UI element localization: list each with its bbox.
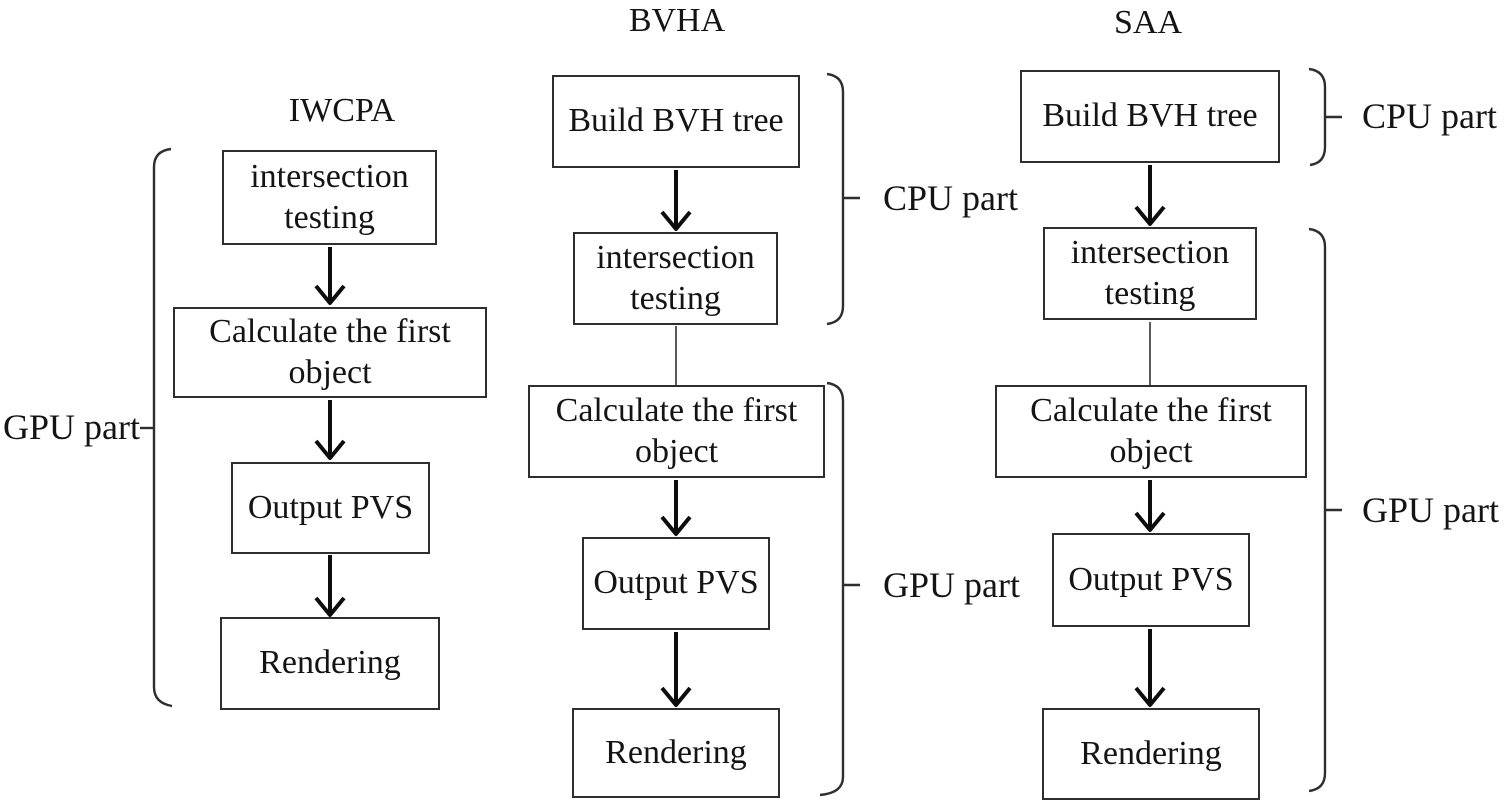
- bracket-gpu-saa: [1308, 227, 1342, 793]
- bracket-gpu-bvha: [819, 381, 860, 797]
- bracket-cpu-saa: [1308, 67, 1342, 167]
- flow-box-output-pvs: Output PVS: [582, 537, 770, 630]
- flow-box-calculate-first-object: Calculate the first object: [173, 307, 487, 398]
- flow-arrow: [314, 247, 346, 617]
- bracket-label-gpu-part: GPU part: [883, 565, 1020, 605]
- flow-box-rendering: Rendering: [572, 708, 780, 798]
- flow-box-rendering: Rendering: [220, 617, 440, 710]
- bracket-label-cpu-part: CPU part: [1362, 96, 1497, 136]
- flow-box-intersection-testing: intersection testing: [573, 232, 778, 325]
- flow-box-build-bvh-tree: Build BVH tree: [1020, 70, 1280, 163]
- bracket-label-cpu-part: CPU part: [883, 178, 1018, 218]
- flow-box-build-bvh-tree: Build BVH tree: [552, 75, 800, 168]
- bracket-label-gpu-part: GPU part: [3, 407, 140, 447]
- bracket-label-gpu-part: GPU part: [1362, 490, 1499, 530]
- flow-box-calculate-first-object: Calculate the first object: [528, 385, 825, 478]
- flow-box-rendering: Rendering: [1042, 708, 1260, 800]
- flow-box-output-pvs: Output PVS: [1052, 533, 1250, 627]
- column-title-bvha: BVHA: [628, 2, 726, 39]
- bracket-cpu-bvha: [826, 72, 860, 326]
- column-title-iwcpa: IWCPA: [288, 92, 396, 129]
- bracket-gpu-iwcpa: [140, 147, 173, 708]
- flow-box-intersection-testing: intersection testing: [222, 150, 437, 245]
- flow-box-output-pvs: Output PVS: [231, 462, 430, 554]
- column-title-saa: SAA: [1113, 4, 1183, 41]
- flow-box-calculate-first-object: Calculate the first object: [995, 385, 1307, 478]
- flow-box-intersection-testing: intersection testing: [1043, 227, 1257, 320]
